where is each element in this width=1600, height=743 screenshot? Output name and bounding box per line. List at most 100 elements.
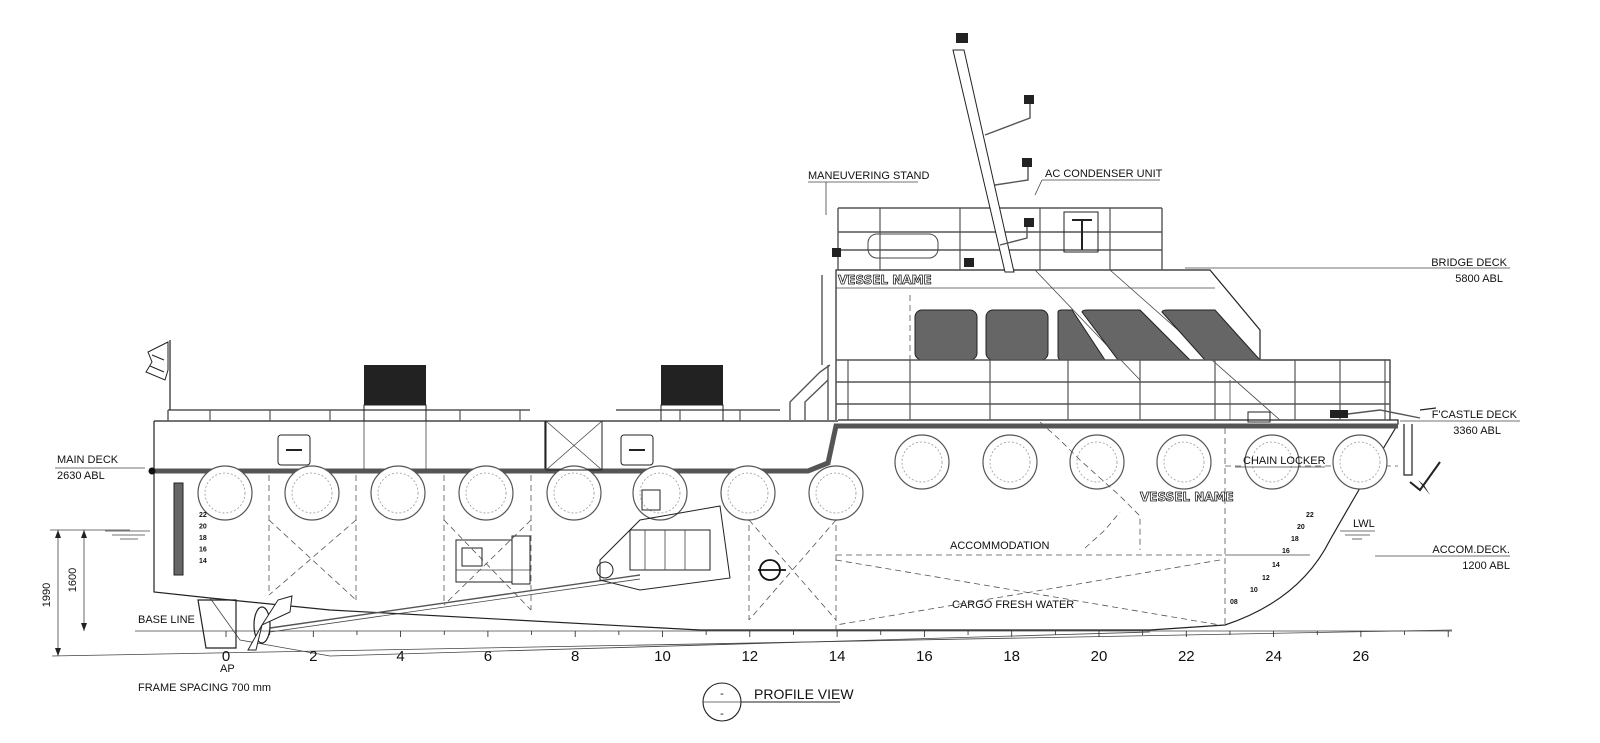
draft-mark: 20 — [199, 524, 207, 531]
prop-shaft — [269, 574, 641, 629]
lwl-symbol-aft — [105, 530, 150, 540]
draft-marks-aft: 22 20 18 16 14 — [199, 512, 207, 565]
main-deck-label: MAIN DECK — [57, 454, 119, 466]
frame-label: 12 — [741, 648, 758, 665]
frame-label: 10 — [654, 648, 671, 665]
fender-tyre — [982, 434, 1038, 490]
ac-condenser-unit — [1063, 211, 1099, 253]
leader-lines — [55, 179, 1520, 557]
draft-mark: 16 — [1282, 548, 1290, 555]
flag — [145, 340, 171, 410]
fender-tyre — [284, 465, 340, 521]
vessel-name-hull: VESSEL NAME — [1140, 490, 1234, 504]
view-marker-top: - — [720, 688, 724, 700]
generator-engine — [455, 535, 531, 585]
shaft-centre-symbol — [758, 559, 786, 581]
ap-label: AP — [220, 663, 235, 675]
bridge-deck-value: 5800 ABL — [1455, 273, 1503, 285]
frame-label: 16 — [916, 648, 933, 665]
frame-label: 14 — [829, 648, 846, 665]
draft-mark: 12 — [1262, 575, 1270, 582]
draft-mark: 20 — [1297, 524, 1305, 531]
fender-tyre — [1332, 434, 1388, 490]
frame-label: 26 — [1353, 648, 1370, 665]
accommodation-label: ACCOMMODATION — [950, 540, 1049, 552]
draft-mark: 14 — [199, 558, 207, 565]
frame-label: 22 — [1178, 648, 1195, 665]
fender-tyre — [546, 465, 602, 521]
main-engine — [596, 489, 731, 591]
vessel-name-bridge: VESSEL NAME — [838, 273, 932, 287]
bridge-deck-label: BRIDGE DECK — [1431, 257, 1507, 269]
fender-tyre — [197, 465, 253, 521]
dimension-lines — [50, 529, 130, 656]
rudder — [197, 599, 237, 649]
keel-line — [209, 597, 1151, 657]
frame-label: 6 — [484, 648, 492, 665]
vent-grille-aft — [364, 365, 426, 405]
vent-grille-mid — [661, 365, 723, 405]
fender-tyre — [1244, 434, 1300, 490]
frame-label: 0 — [222, 648, 230, 665]
draft-mark: 18 — [1291, 536, 1299, 543]
base-line-label: BASE LINE — [138, 614, 195, 626]
draft-mark: 18 — [199, 535, 207, 542]
bridge-window-4 — [1081, 309, 1192, 361]
draft-mark: 16 — [199, 547, 207, 554]
frame-spacing-label: FRAME SPACING 700 mm — [138, 682, 271, 694]
aft-draft-bar — [173, 482, 184, 576]
fender-tyre — [808, 465, 864, 521]
view-title-block: - - PROFILE VIEW — [702, 682, 854, 722]
fender-tyre — [370, 465, 426, 521]
draft-mark: 22 — [1306, 512, 1314, 519]
frame-label: 8 — [571, 648, 579, 665]
maneuvering-stand-label: MANEUVERING STAND — [808, 170, 929, 182]
anchor — [1247, 407, 1441, 495]
bridge-window-1 — [914, 309, 978, 361]
hull-outline — [153, 419, 1399, 631]
draft-mark: 14 — [1272, 562, 1280, 569]
bridge-window-5 — [1161, 309, 1262, 361]
fender-tyre — [458, 465, 514, 521]
accom-deck-label: ACCOM.DECK. — [1432, 544, 1510, 556]
dim-1600: 1600 — [67, 568, 79, 592]
frame-ticks — [225, 631, 1449, 637]
view-title: PROFILE VIEW — [754, 686, 854, 702]
draft-mark: 22 — [199, 512, 207, 519]
mast — [832, 33, 1034, 273]
bridge-window-2 — [985, 309, 1049, 361]
frame-label: 20 — [1091, 648, 1108, 665]
accom-deck-value: 1200 ABL — [1462, 560, 1510, 572]
lwl-symbol — [1225, 530, 1375, 556]
fender-tyres — [197, 434, 1388, 521]
rail-posts — [209, 208, 1386, 421]
fender-tyre — [894, 434, 950, 490]
bollard-aft — [277, 434, 311, 466]
fcastle-deck-label: F'CASTLE DECK — [1432, 409, 1518, 421]
aft-deck-outline — [154, 420, 838, 470]
dim-1990: 1990 — [41, 583, 53, 607]
bollard-mid — [620, 434, 654, 466]
aft-deckhouse — [167, 365, 780, 471]
draft-mark: 10 — [1250, 587, 1258, 594]
frame-label: 4 — [396, 648, 404, 665]
ac-condenser-label: AC CONDENSER UNIT — [1045, 168, 1163, 180]
chain-locker-label: CHAIN LOCKER — [1243, 455, 1326, 467]
cargo-fresh-water-label: CARGO FRESH WATER — [952, 599, 1074, 611]
fender-tyre — [1156, 434, 1212, 490]
fender-tyre — [720, 465, 776, 521]
frame-label: 18 — [1003, 648, 1020, 665]
propeller — [247, 595, 293, 651]
fcastle-deck-value: 3360 ABL — [1453, 425, 1501, 437]
frame-label: 2 — [309, 648, 317, 665]
draft-mark: 08 — [1230, 599, 1238, 606]
frame-label: 24 — [1265, 648, 1282, 665]
baseline-ruler — [51, 629, 1453, 657]
main-deck-value: 2630 ABL — [57, 470, 105, 482]
view-marker-bottom: - — [720, 708, 724, 720]
lwl-label: LWL — [1353, 518, 1375, 530]
